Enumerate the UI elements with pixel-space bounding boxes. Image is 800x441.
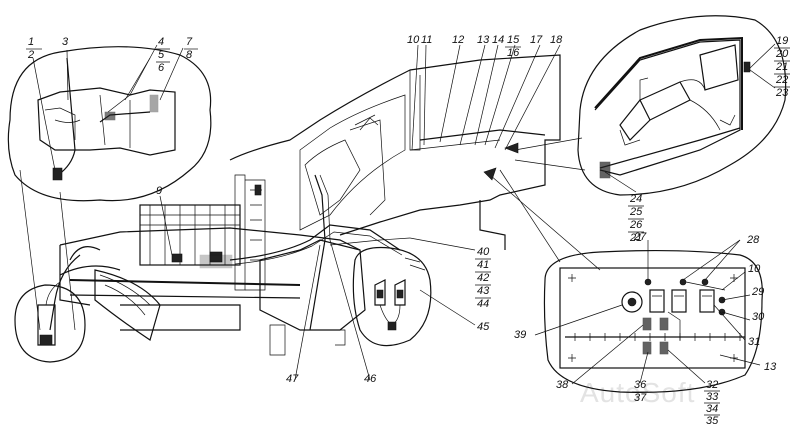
callout-15: 15 <box>507 34 520 46</box>
detail-view-bottom-left <box>14 281 86 363</box>
arrow-bottom-right-detail <box>483 167 497 181</box>
callout-10: 10 <box>407 34 420 46</box>
callout-4: 4 <box>158 36 164 48</box>
callout-45: 45 <box>477 321 490 333</box>
callout-27: 27 <box>633 231 647 243</box>
detail-view-bottom-right <box>489 169 763 393</box>
callout-labels: 1 2 3 4 5 6 7 8 9 10 11 12 13 14 15 16 1… <box>26 34 790 427</box>
callout-39: 39 <box>514 329 526 341</box>
callout-33: 33 <box>706 391 719 403</box>
callout-23: 23 <box>775 87 789 99</box>
callout-40: 40 <box>477 246 490 258</box>
leader-lines <box>32 43 776 385</box>
callout-46: 46 <box>364 373 377 385</box>
callout-34: 34 <box>706 403 718 415</box>
callout-13-b: 13 <box>764 361 777 373</box>
callout-43: 43 <box>477 285 490 297</box>
callout-10-b: 10 <box>748 263 761 275</box>
callout-18: 18 <box>550 34 563 46</box>
callout-30: 30 <box>752 311 765 323</box>
callout-16: 16 <box>507 47 520 59</box>
callout-17: 17 <box>530 34 543 46</box>
callout-3: 3 <box>62 36 69 48</box>
callout-1: 1 <box>28 36 34 48</box>
callout-37: 37 <box>634 392 647 404</box>
detail-view-center <box>352 246 432 347</box>
tractor-body <box>49 54 561 356</box>
callout-2: 2 <box>27 49 34 61</box>
callout-19: 19 <box>776 35 788 47</box>
callout-25: 25 <box>629 206 643 218</box>
callout-31: 31 <box>748 336 760 348</box>
callout-44: 44 <box>477 298 489 310</box>
callout-9: 9 <box>156 185 162 197</box>
callout-22: 22 <box>775 74 788 86</box>
callout-7: 7 <box>186 36 193 48</box>
callout-41: 41 <box>477 259 489 271</box>
detail-view-top-left <box>7 46 212 331</box>
callout-36: 36 <box>634 379 647 391</box>
callout-21: 21 <box>775 61 788 73</box>
callout-42: 42 <box>477 272 489 284</box>
callout-21-b: 21 <box>629 232 642 244</box>
callout-8: 8 <box>186 49 193 61</box>
callout-13: 13 <box>477 34 490 46</box>
callout-11: 11 <box>421 34 432 46</box>
callout-29: 29 <box>751 286 764 298</box>
callout-32: 32 <box>706 379 718 391</box>
callout-14: 14 <box>492 34 504 46</box>
callout-26: 26 <box>629 219 643 231</box>
callout-20: 20 <box>775 48 789 60</box>
callout-47: 47 <box>286 373 299 385</box>
callout-35: 35 <box>706 415 719 427</box>
callout-38: 38 <box>556 379 569 391</box>
callout-28: 28 <box>746 234 760 246</box>
callout-12: 12 <box>452 34 464 46</box>
callout-24: 24 <box>629 193 642 205</box>
arrow-top-right-detail <box>504 142 519 154</box>
callout-5: 5 <box>158 49 165 61</box>
callout-6: 6 <box>158 62 165 74</box>
detail-view-top-right <box>514 15 787 196</box>
